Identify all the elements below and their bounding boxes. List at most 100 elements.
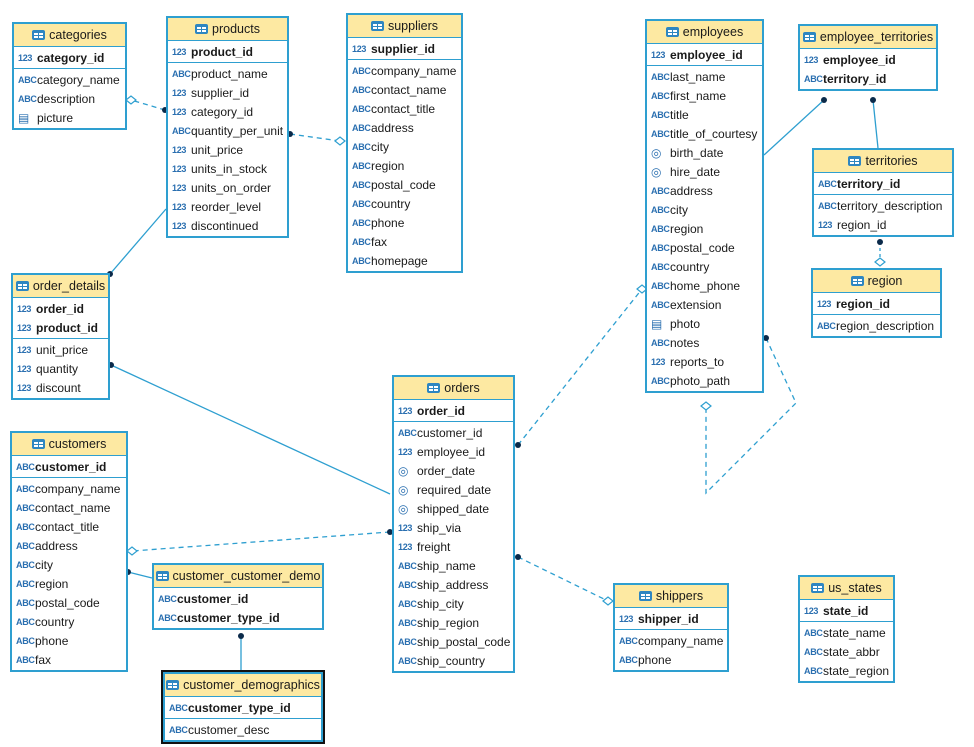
column[interactable]: ▤picture — [14, 108, 125, 127]
column[interactable]: ▤photo — [647, 314, 762, 333]
entity-header[interactable]: employee_territories — [800, 26, 936, 49]
entity-header[interactable]: customers — [12, 433, 126, 456]
column[interactable]: ◎birth_date — [647, 143, 762, 162]
entity-header[interactable]: products — [168, 18, 287, 41]
entity-header[interactable]: categories — [14, 24, 125, 47]
entity-header[interactable]: order_details — [13, 275, 108, 298]
entity-header[interactable]: region — [813, 270, 940, 293]
entity-header[interactable]: customer_demographics — [165, 674, 321, 697]
entity-header[interactable]: orders — [394, 377, 513, 400]
column[interactable]: ◎shipped_date — [394, 499, 513, 518]
entity-header[interactable]: suppliers — [348, 15, 461, 38]
column[interactable]: ◎required_date — [394, 480, 513, 499]
entity-header[interactable]: employees — [647, 21, 762, 44]
column[interactable]: ◎hire_date — [647, 162, 762, 181]
entity-header[interactable]: customer_customer_demo — [154, 565, 322, 588]
entity-header[interactable]: us_states — [800, 577, 893, 600]
